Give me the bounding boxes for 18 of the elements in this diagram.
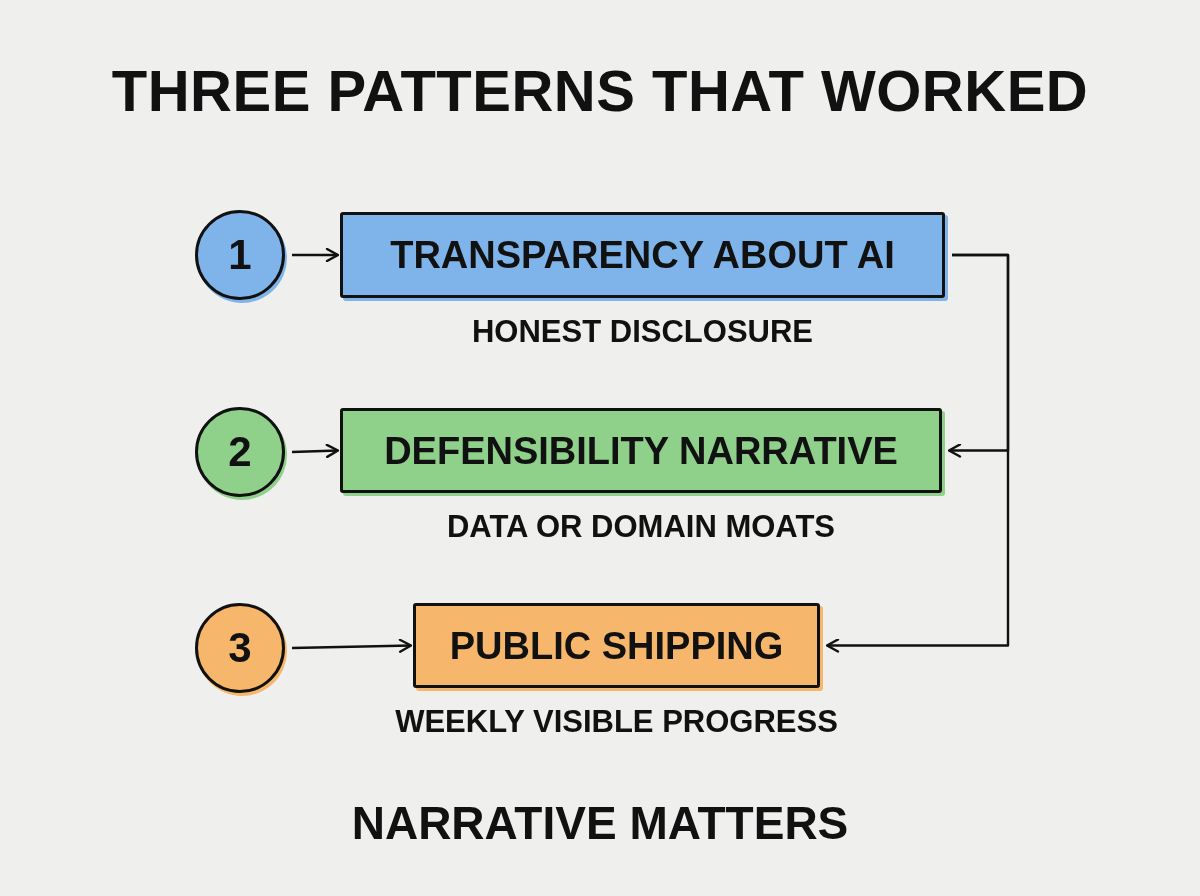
arrow <box>292 247 340 263</box>
arrow <box>825 253 1010 653</box>
step-number: 1 <box>228 234 252 276</box>
step-number: 2 <box>228 431 252 473</box>
pattern-title: PUBLIC SHIPPING <box>449 626 784 665</box>
pattern-subtitle: HONEST DISCLOSURE <box>472 316 813 347</box>
pattern-subtitle: WEEKLY VISIBLE PROGRESS <box>395 706 838 737</box>
step-number: 3 <box>228 627 252 669</box>
pattern-title: TRANSPARENCY ABOUT AI <box>390 236 895 274</box>
pattern-subtitle: DATA OR DOMAIN MOATS <box>447 511 835 542</box>
pattern-box <box>340 212 945 298</box>
pattern-box <box>413 603 820 688</box>
title: THREE PATTERNS THAT WORKED <box>111 62 1089 120</box>
pattern-box <box>340 408 942 493</box>
caption: NARRATIVE MATTERS <box>351 800 849 846</box>
arrow <box>291 443 340 459</box>
pattern-title: DEFENSIBILITY NARRATIVE <box>384 431 898 470</box>
arrow <box>291 638 413 653</box>
